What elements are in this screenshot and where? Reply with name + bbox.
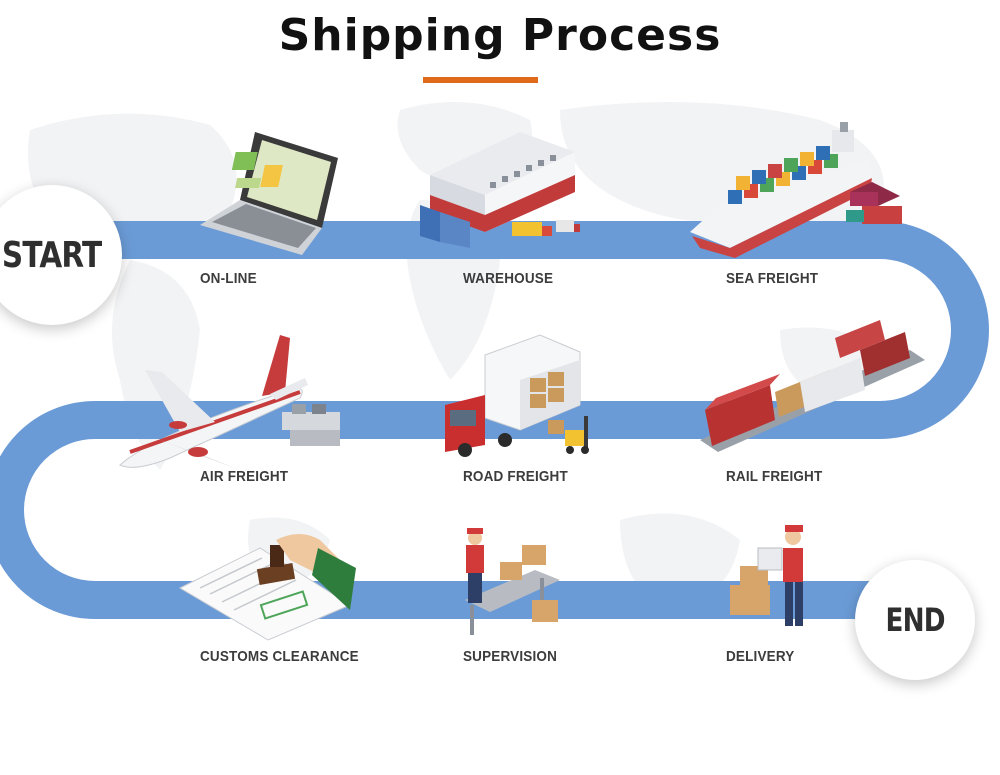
train-icon xyxy=(700,320,925,452)
end-label: END xyxy=(885,601,945,639)
luggage-cart-icon xyxy=(282,404,340,446)
forklift-icon xyxy=(548,416,589,454)
warehouse-icon xyxy=(420,132,580,248)
cargo-ship-icon xyxy=(690,122,902,258)
conveyor-worker-icon xyxy=(465,528,560,635)
step-label-customs-clearance: CUSTOMS CLEARANCE xyxy=(200,648,359,665)
step-label-rail-freight: RAIL FREIGHT xyxy=(726,468,823,485)
stamp-document-icon xyxy=(178,534,356,641)
end-badge: END xyxy=(855,560,975,680)
airplane-icon xyxy=(119,335,340,470)
step-label-road-freight: ROAD FREIGHT xyxy=(463,468,568,485)
truck-small-icon xyxy=(512,220,580,236)
step-label-air-freight: AIR FREIGHT xyxy=(200,468,289,485)
step-label-sea-freight: SEA FREIGHT xyxy=(726,270,819,287)
start-label: START xyxy=(2,234,102,276)
delivery-man-icon xyxy=(730,525,803,626)
step-label-delivery: DELIVERY xyxy=(726,648,795,665)
route-path xyxy=(0,221,989,619)
page-title: Shipping Process xyxy=(278,10,722,61)
start-badge: START xyxy=(0,185,122,325)
truck-icon xyxy=(445,334,589,457)
step-label-online: ON-LINE xyxy=(200,270,257,287)
step-label-warehouse: WAREHOUSE xyxy=(463,270,554,287)
step-label-supervision: SUPERVISION xyxy=(463,648,558,665)
title-underline xyxy=(423,77,538,83)
laptop-icon xyxy=(200,132,338,255)
